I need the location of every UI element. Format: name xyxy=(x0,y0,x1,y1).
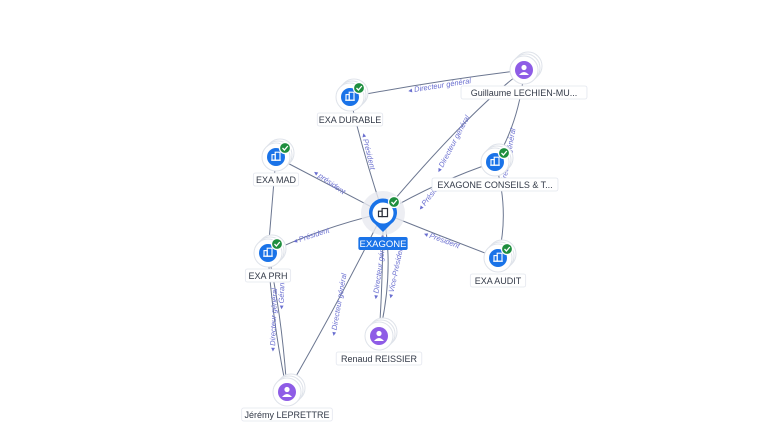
node-label: Jérémy LEPRETTRE xyxy=(244,410,329,420)
node-label-bg xyxy=(358,237,408,250)
building-icon xyxy=(377,207,389,218)
node-label: Guillaume LECHIEN-MU... xyxy=(471,88,578,98)
person-icon xyxy=(519,64,529,75)
edge-label: ◂ Directeur général xyxy=(268,288,279,352)
node-guillaume[interactable]: Guillaume LECHIEN-MU... xyxy=(460,51,588,100)
edge-guillaume-exagone xyxy=(382,69,525,214)
check-badge-icon xyxy=(500,242,514,256)
node-label: Renaud REISSIER xyxy=(341,354,418,364)
edges-layer xyxy=(267,69,525,393)
node-exa_prh[interactable]: EXA PRH xyxy=(244,234,292,283)
building-icon xyxy=(271,151,281,161)
edge-jeremy-exagone xyxy=(286,212,384,393)
node-label-bg xyxy=(241,407,333,422)
person-icon xyxy=(374,330,384,341)
check-badge-icon xyxy=(270,237,284,251)
node-exa_durable[interactable]: EXA DURABLE xyxy=(316,78,384,127)
edge-label: ◂ Gérant xyxy=(277,279,287,309)
node-exagone_conseils[interactable]: EXAGONE CONSEILS & T... xyxy=(431,143,559,192)
node-label-bg xyxy=(469,273,527,288)
node-label-bg xyxy=(316,112,384,127)
building-icon xyxy=(263,247,273,257)
building-icon xyxy=(345,91,355,101)
node-label-bg xyxy=(252,172,300,187)
person-icon xyxy=(282,386,292,397)
building-icon xyxy=(493,252,503,262)
edge-label: ◂ président xyxy=(312,168,348,197)
node-label: EXA AUDIT xyxy=(475,276,522,286)
building-icon xyxy=(490,156,500,166)
check-badge-icon xyxy=(497,146,511,160)
node-label-bg xyxy=(244,268,292,283)
node-label-bg xyxy=(460,85,588,100)
node-label: EXAGONE xyxy=(360,239,407,250)
node-label-bg xyxy=(431,177,559,192)
edge-label: ◂ Directeur général xyxy=(434,113,472,173)
nodes-layer: EXAGONE EXA DURABLE EXA MAD EXA PRH EXAGONE … xyxy=(241,51,588,422)
edge-label: ◂ Directeur général xyxy=(329,272,349,336)
check-badge-icon xyxy=(278,141,292,155)
check-badge-icon xyxy=(352,81,366,95)
edge-label: ◂ Président xyxy=(360,132,378,171)
edge-label: ◂ Président xyxy=(292,225,331,245)
node-exagone[interactable]: EXAGONE xyxy=(358,191,408,250)
node-label: EXA MAD xyxy=(256,175,297,185)
node-exa_audit[interactable]: EXA AUDIT xyxy=(469,239,527,288)
node-renaud[interactable]: Renaud REISSIER xyxy=(335,317,423,366)
node-label: EXA PRH xyxy=(248,271,287,281)
node-label: EXA DURABLE xyxy=(319,115,382,125)
check-badge-icon xyxy=(387,195,401,209)
node-jeremy[interactable]: Jérémy LEPRETTRE xyxy=(241,373,333,422)
node-exa_mad[interactable]: EXA MAD xyxy=(252,138,300,187)
node-label: EXAGONE CONSEILS & T... xyxy=(437,180,552,190)
node-label-bg xyxy=(335,351,423,366)
edge-label: ◂ Président xyxy=(423,229,462,251)
edge-guillaume-exa_durable xyxy=(349,69,525,98)
